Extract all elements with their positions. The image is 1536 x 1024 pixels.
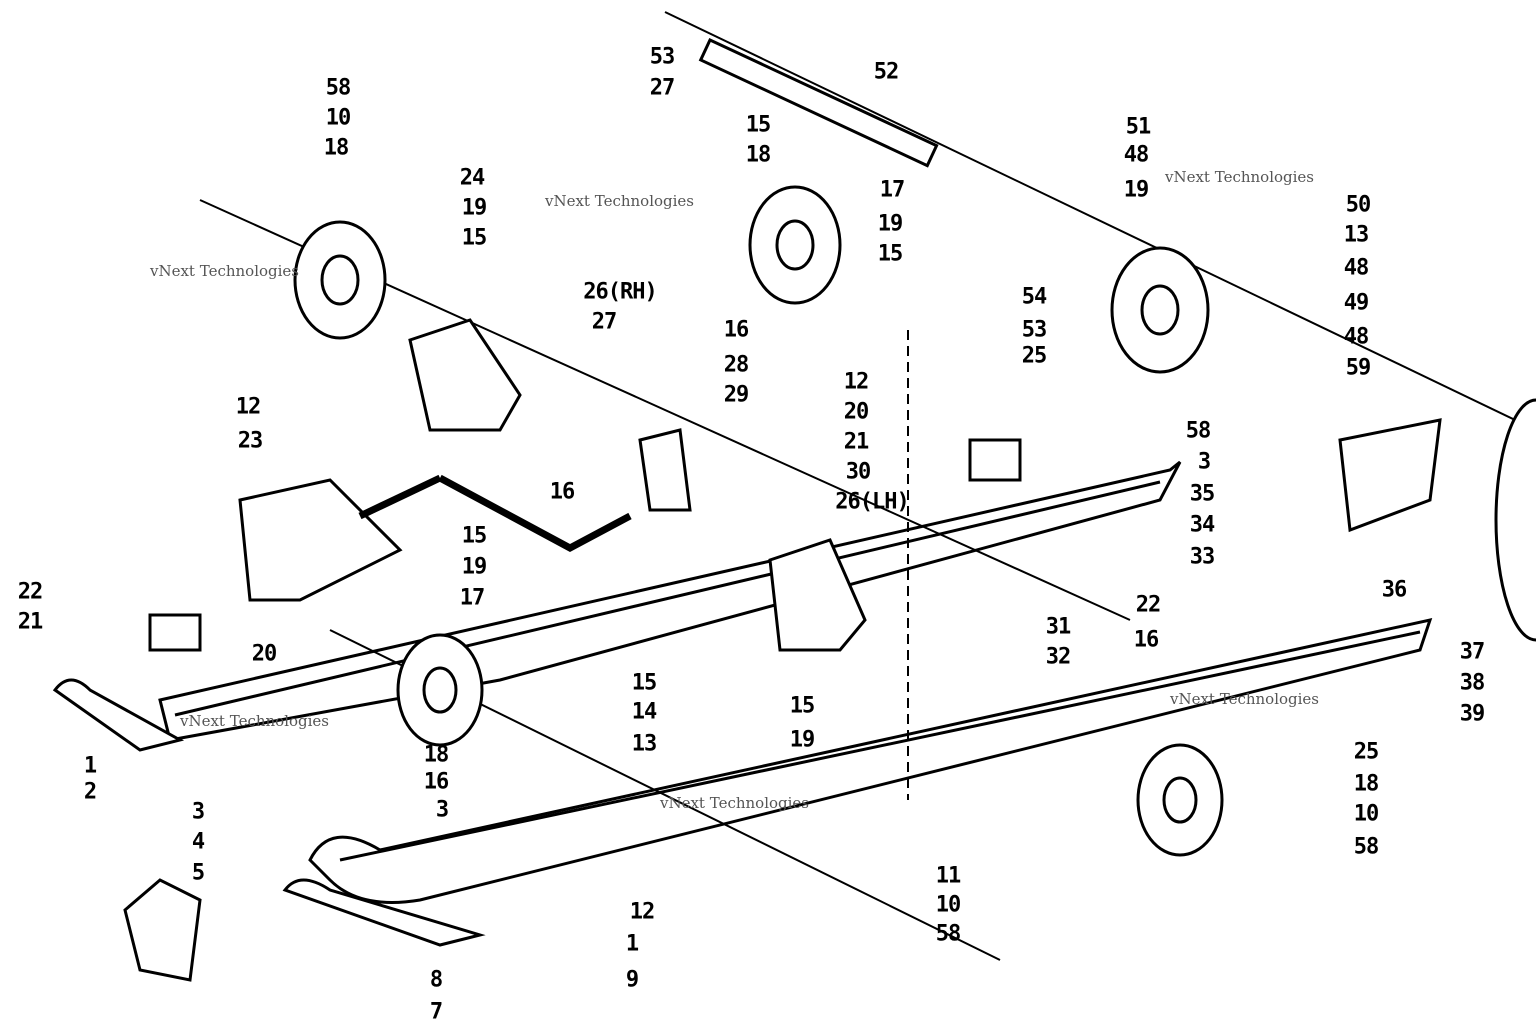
callout-25: 25: [1021, 343, 1047, 369]
callout-15: 15: [745, 112, 771, 138]
callout-50: 50: [1345, 192, 1371, 218]
callout-53: 53: [649, 44, 675, 70]
callout-22: 22: [17, 579, 43, 605]
callout-33: 33: [1189, 544, 1215, 570]
callout-48: 48: [1343, 255, 1369, 281]
callout-10: 10: [325, 105, 351, 131]
wheels: [293, 185, 1536, 857]
callout-18: 18: [423, 742, 449, 768]
callout-4: 4: [191, 829, 205, 855]
callout-8: 8: [429, 967, 443, 993]
callout-12: 12: [629, 899, 655, 925]
callout-49: 49: [1343, 290, 1369, 316]
callout-19: 19: [877, 211, 903, 237]
slide-rail-left: [308, 617, 1433, 904]
direction-arrows: [358, 474, 632, 552]
callout-18: 18: [323, 135, 349, 161]
callout-16: 16: [423, 769, 449, 795]
callout-52: 52: [873, 59, 899, 85]
callout-26rh: 26(RH): [583, 279, 657, 305]
callout-3: 3: [191, 799, 205, 825]
callout-21: 21: [843, 429, 869, 455]
callout-9: 9: [625, 967, 639, 993]
callout-13: 13: [631, 731, 657, 757]
shaft-line: [664, 11, 1536, 431]
callout-21: 21: [17, 609, 43, 635]
callout-18: 18: [1353, 771, 1379, 797]
callout-35: 35: [1189, 481, 1215, 507]
callout-54: 54: [1021, 284, 1047, 310]
callout-24: 24: [459, 165, 485, 191]
callout-13: 13: [1343, 222, 1369, 248]
callout-59: 59: [1345, 355, 1371, 381]
callout-19: 19: [461, 554, 487, 580]
callout-11: 11: [935, 863, 961, 889]
callout-1: 1: [83, 753, 97, 779]
callout-3: 3: [1197, 449, 1211, 475]
watermark: vNext Technologies: [660, 794, 810, 812]
callout-15: 15: [461, 523, 487, 549]
callout-25: 25: [1353, 739, 1379, 765]
callout-10: 10: [1353, 801, 1379, 827]
callout-38: 38: [1459, 670, 1485, 696]
callout-16: 16: [549, 479, 575, 505]
callout-2: 2: [83, 779, 97, 805]
rail-tip-left: [52, 678, 486, 947]
callout-27: 27: [649, 75, 675, 101]
callout-3: 3: [435, 797, 449, 823]
callout-48: 48: [1123, 142, 1149, 168]
callout-12: 12: [235, 394, 261, 420]
watermark: vNext Technologies: [545, 192, 695, 210]
callout-16: 16: [1133, 627, 1159, 653]
callout-53: 53: [1021, 317, 1047, 343]
callout-19: 19: [789, 727, 815, 753]
callout-36: 36: [1381, 577, 1407, 603]
callout-37: 37: [1459, 639, 1485, 665]
callout-1: 1: [625, 931, 639, 957]
callout-29: 29: [723, 382, 749, 408]
callout-19: 19: [461, 195, 487, 221]
callout-17: 17: [879, 177, 905, 203]
callout-15: 15: [461, 225, 487, 251]
callout-23: 23: [237, 428, 263, 454]
callout-48: 48: [1343, 324, 1369, 350]
callout-58: 58: [935, 921, 961, 947]
callout-10: 10: [935, 892, 961, 918]
callout-15: 15: [789, 693, 815, 719]
callout-15: 15: [877, 241, 903, 267]
callout-31: 31: [1045, 614, 1071, 640]
callout-12: 12: [843, 369, 869, 395]
callout-58: 58: [325, 75, 351, 101]
callout-22: 22: [1135, 592, 1161, 618]
callout-30: 30: [845, 459, 871, 485]
watermark: vNext Technologies: [1165, 168, 1315, 186]
callout-15: 15: [631, 670, 657, 696]
callout-51: 51: [1125, 114, 1151, 140]
callout-18: 18: [745, 142, 771, 168]
watermark: vNext Technologies: [1170, 690, 1320, 708]
callout-34: 34: [1189, 512, 1215, 538]
callout-5: 5: [191, 860, 205, 886]
callout-17: 17: [459, 585, 485, 611]
watermark: vNext Technologies: [180, 712, 330, 730]
callout-58: 58: [1353, 834, 1379, 860]
callout-20: 20: [843, 399, 869, 425]
callout-7: 7: [429, 999, 443, 1024]
callout-32: 32: [1045, 644, 1071, 670]
callout-28: 28: [723, 352, 749, 378]
brackets: [123, 318, 1442, 982]
callout-39: 39: [1459, 701, 1485, 727]
callout-14: 14: [631, 699, 657, 725]
watermark: vNext Technologies: [150, 262, 300, 280]
callout-27: 27: [591, 309, 617, 335]
cross-shaft: [698, 38, 939, 168]
callout-19: 19: [1123, 177, 1149, 203]
callout-20: 20: [251, 641, 277, 667]
callout-26lh: 26(LH): [835, 489, 909, 515]
callout-58: 58: [1185, 418, 1211, 444]
callout-16: 16: [723, 317, 749, 343]
